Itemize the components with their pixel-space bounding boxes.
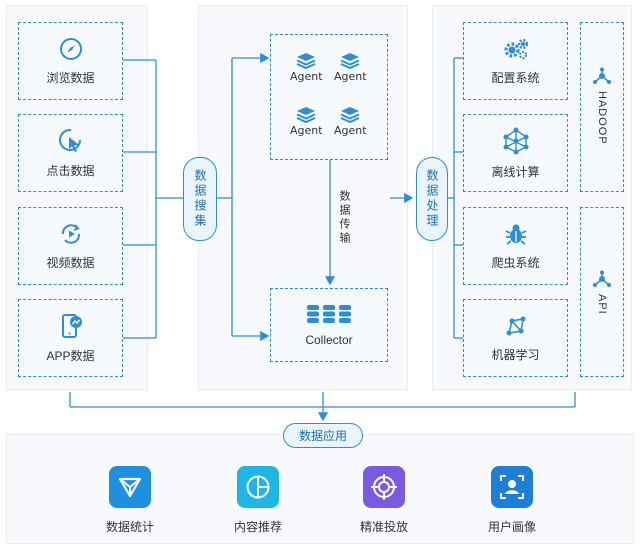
source-label: APP数据	[46, 348, 95, 363]
user-portrait-icon	[500, 475, 524, 499]
app-recommend[interactable]: 内容推荐	[213, 466, 303, 535]
agent-label: Agent	[290, 70, 323, 83]
app-stats[interactable]: 数据统计	[85, 466, 175, 535]
video-play-icon	[61, 223, 80, 244]
agent-label: Agent	[334, 70, 367, 83]
agent-label: Agent	[334, 124, 367, 137]
agent-node: Agent	[290, 52, 323, 83]
app-targeting[interactable]: 精准投放	[339, 466, 429, 535]
agent-node: Agent	[334, 52, 367, 83]
source-card-app[interactable]: APP数据	[18, 299, 123, 377]
agents-box	[270, 34, 388, 160]
filter-triangle-icon	[118, 477, 142, 498]
agent-label: Agent	[290, 124, 323, 137]
api-label: API	[596, 294, 608, 315]
apply-pill: 数据应用	[283, 423, 363, 448]
app-label: 精准投放	[359, 520, 408, 534]
source-label: 浏览数据	[46, 70, 95, 85]
app-label: 内容推荐	[233, 520, 282, 534]
system-card-crawler[interactable]: 爬虫系统	[463, 207, 568, 285]
target-icon	[371, 474, 397, 500]
bug-icon	[505, 224, 526, 245]
database-icon	[307, 305, 351, 323]
hadoop-label: HADOOP	[596, 91, 608, 145]
api-box: API	[580, 207, 624, 377]
hadoop-box: HADOOP	[580, 22, 624, 192]
source-card-click[interactable]: 点击数据	[18, 114, 123, 192]
app-portrait[interactable]: 用户画像	[467, 466, 557, 535]
agent-node: Agent	[290, 106, 323, 137]
cursor-click-icon	[58, 128, 81, 152]
system-card-config[interactable]: 配置系统	[463, 22, 568, 100]
hub-nodes-icon	[593, 67, 611, 84]
network-icon	[503, 127, 528, 154]
app-icon-tile	[109, 466, 151, 508]
source-label: 点击数据	[46, 163, 95, 178]
collect-pill: 数据搜集	[183, 157, 217, 241]
stack-layers-icon	[296, 107, 316, 124]
app-icon-tile	[363, 466, 405, 508]
stack-layers-icon	[340, 53, 360, 70]
agent-node: Agent	[334, 106, 367, 137]
stack-layers-icon	[340, 107, 360, 124]
app-icon-tile	[237, 466, 279, 508]
source-label: 视频数据	[46, 255, 95, 270]
collector-label: Collector	[305, 333, 353, 347]
system-card-offline[interactable]: 离线计算	[463, 114, 568, 192]
process-pill: 数据处理	[416, 157, 448, 241]
app-icon-tile	[491, 466, 533, 508]
source-card-browse[interactable]: 浏览数据	[18, 22, 123, 100]
system-card-ml[interactable]: 机器学习	[463, 299, 568, 377]
system-label: 离线计算	[491, 164, 540, 179]
transfer-label: 数据传输	[338, 190, 350, 246]
compass-icon	[59, 37, 82, 60]
app-label: 数据统计	[105, 520, 154, 534]
collector-box: Collector	[270, 288, 388, 362]
graph-nodes-icon	[506, 316, 525, 335]
app-label: 用户画像	[487, 520, 536, 534]
stack-layers-icon	[296, 53, 316, 70]
phone-chart-icon	[61, 313, 82, 338]
gears-icon	[503, 38, 528, 59]
system-label: 配置系统	[491, 70, 540, 85]
system-label: 机器学习	[491, 347, 540, 362]
pie-circle-icon	[246, 475, 270, 499]
hub-nodes-icon	[593, 270, 611, 287]
system-label: 爬虫系统	[491, 255, 540, 270]
source-card-video[interactable]: 视频数据	[18, 207, 123, 285]
